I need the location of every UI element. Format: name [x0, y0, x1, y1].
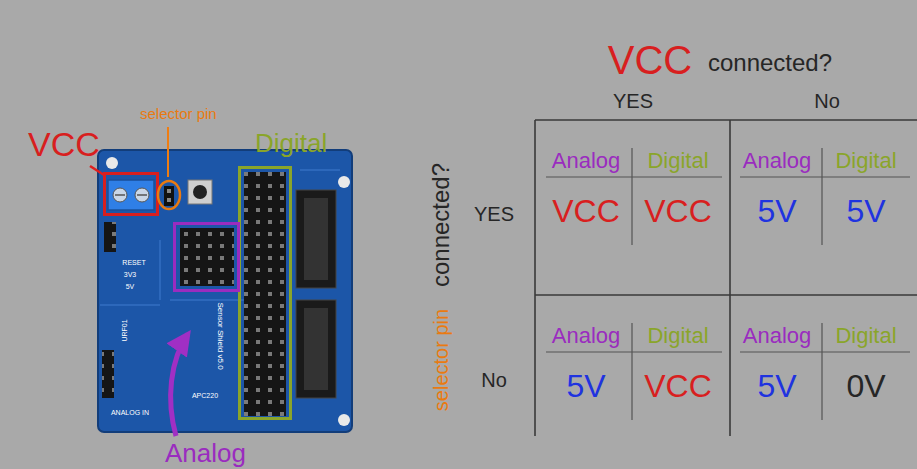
column-header: No [814, 91, 840, 111]
terminal-block [108, 180, 154, 210]
cell-header: Digital [647, 150, 708, 172]
selector-pin-circle: selector pin [156, 179, 182, 211]
pointer-arrow [171, 334, 188, 436]
vcc-callout: VCC [28, 127, 100, 161]
selector-outline [156, 179, 182, 211]
digital-callout: Digital [255, 130, 327, 156]
row-heading-text: connected? [429, 163, 453, 287]
leader-line [90, 166, 104, 175]
silkscreen-text: APC220 [192, 392, 218, 399]
cell-value: 5V [566, 370, 605, 402]
digital-header [244, 172, 286, 416]
idc-connector [296, 190, 336, 288]
analog-callout: Analog [165, 440, 246, 466]
selector-callout: selector pin [140, 106, 217, 121]
cell-value: 5V [846, 195, 885, 227]
cell-value: VCC [644, 195, 712, 227]
analog-header [180, 228, 234, 286]
cell-header: Analog [552, 150, 621, 172]
cell-header: Analog [552, 325, 621, 347]
row-header: YES [474, 204, 514, 224]
table-grid [535, 120, 917, 436]
analog-header-box: Analog [173, 222, 240, 292]
silkscreen-text: ANALOG IN [111, 409, 149, 416]
column-header: YES [613, 91, 653, 111]
vcc-terminal-box: VCC [103, 172, 159, 216]
idc-connector [296, 300, 336, 398]
silkscreen-text: 3V3 [124, 271, 136, 278]
cell-value: 5V [757, 370, 796, 402]
cell-header: Digital [647, 325, 708, 347]
cell-header: Digital [835, 325, 896, 347]
cell-value: 5V [757, 195, 796, 227]
silkscreen-text: Sensor Shield v5.0 [216, 302, 224, 369]
heading-vcc: VCC [608, 40, 692, 80]
row-heading-pin: selector pin [431, 309, 451, 411]
silkscreen-text: 5V [126, 283, 135, 290]
cell-value: 0V [846, 370, 885, 402]
row-header: No [481, 370, 507, 390]
cell-header: Digital [835, 150, 896, 172]
reset-button [188, 180, 212, 204]
cell-value: VCC [644, 370, 712, 402]
silkscreen-text: URF01 [121, 319, 128, 341]
cell-header: Analog [743, 325, 812, 347]
cell-value: VCC [552, 195, 620, 227]
pcb [98, 150, 352, 432]
heading-text: connected? [708, 51, 832, 75]
silkscreen-text: RESET [122, 259, 145, 266]
digital-header-box: Digital [238, 166, 292, 420]
leader-line [167, 127, 169, 177]
selector-header [164, 186, 174, 206]
cell-dividers [546, 148, 910, 420]
cell-header: Analog [743, 150, 812, 172]
